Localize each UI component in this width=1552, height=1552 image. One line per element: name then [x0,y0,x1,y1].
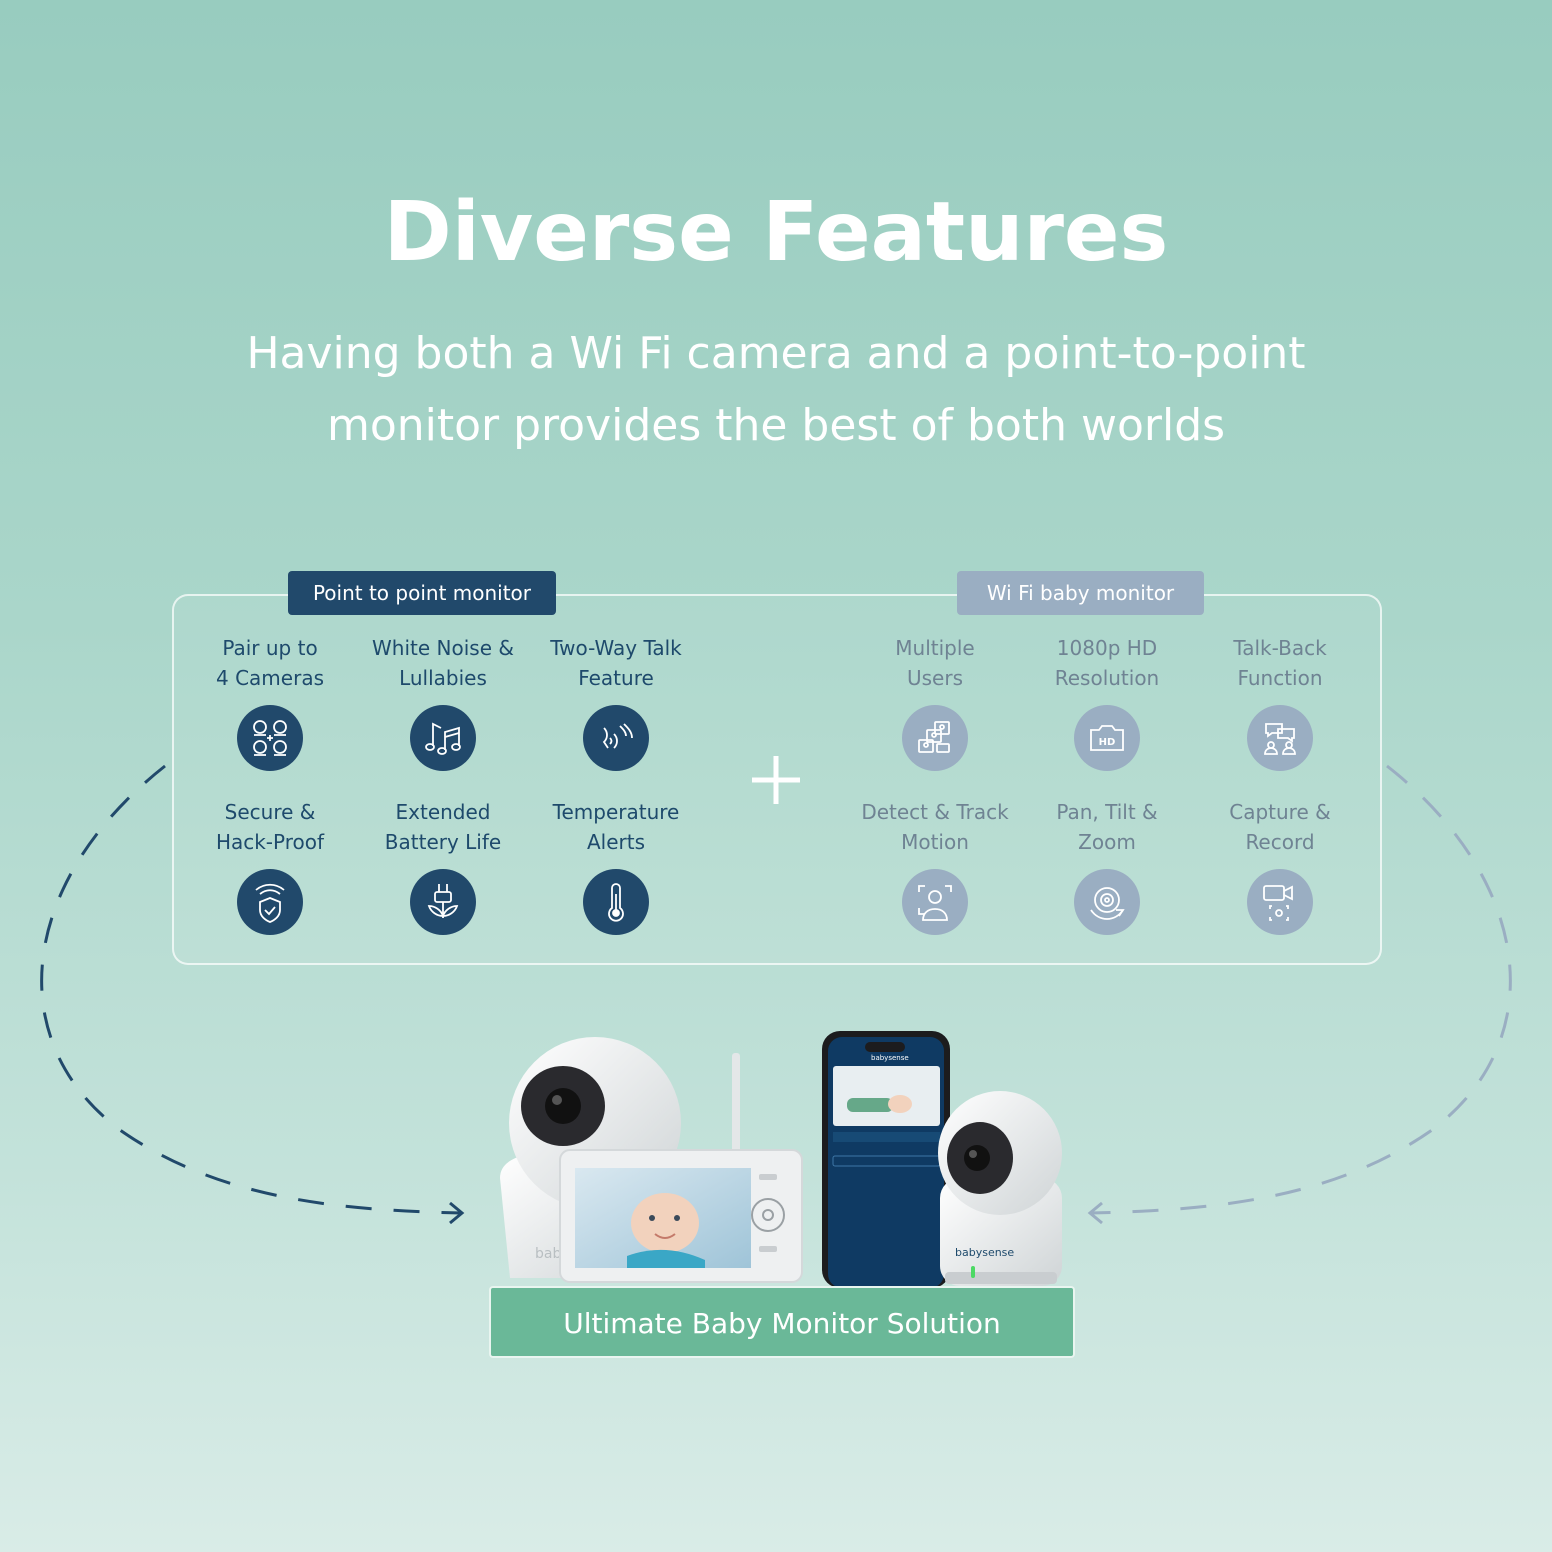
devices-illustration: babysense babysense babysense [500,1031,1062,1288]
right-arrow-head [1087,1201,1103,1225]
parent-monitor [559,1149,803,1283]
hd-camera-icon: HD [1074,705,1140,771]
brand-text-app: babysense [871,1054,909,1062]
page-subtitle: Having both a Wi Fi camera and a point-t… [176,318,1376,462]
talk-back-icon [1247,705,1313,771]
subtitle-line-1: Having both a Wi Fi camera and a point-t… [246,328,1306,379]
wifi-tag: Wi Fi baby monitor [957,571,1204,615]
feature-label: Capture &Record [1229,800,1331,854]
voice-talk-icon [583,705,649,771]
ultimate-solution-banner: Ultimate Baby Monitor Solution [489,1286,1075,1358]
smartphone: babysense [822,1031,950,1288]
battery-plug-icon [410,869,476,935]
thermometer-icon [583,869,649,935]
feature-label: Secure &Hack-Proof [215,800,325,854]
feature-capture: Capture &Record [1190,797,1370,935]
feature-label: White Noise &Lullabies [372,636,514,690]
motion-detect-icon [902,869,968,935]
plus-icon [752,756,800,804]
left-arrow-head [449,1201,465,1225]
feature-white-noise: White Noise &Lullabies [353,633,533,771]
svg-text:HD: HD [1099,737,1116,748]
four-cameras-icon [237,705,303,771]
feature-ptz: Pan, Tilt &Zoom [1017,797,1197,935]
feature-secure: Secure &Hack-Proof [180,797,360,935]
capture-record-icon [1247,869,1313,935]
page-title: Diverse Features [383,185,1169,280]
subtitle-line-2: monitor provides the best of both worlds [326,400,1226,451]
p2p-tag: Point to point monitor [288,571,556,615]
pan-tilt-zoom-icon [1074,869,1140,935]
feature-label: Pan, Tilt &Zoom [1056,800,1158,854]
multiple-users-icon [902,705,968,771]
baby-image [631,1193,699,1253]
music-notes-icon [410,705,476,771]
brand-text-wifi-camera: babysense [955,1246,1014,1259]
shield-wifi-icon [237,869,303,935]
wifi-camera: babysense [938,1091,1062,1286]
right-dashed-arrow-path [1091,764,1512,1215]
left-dashed-arrow-path [40,764,461,1215]
